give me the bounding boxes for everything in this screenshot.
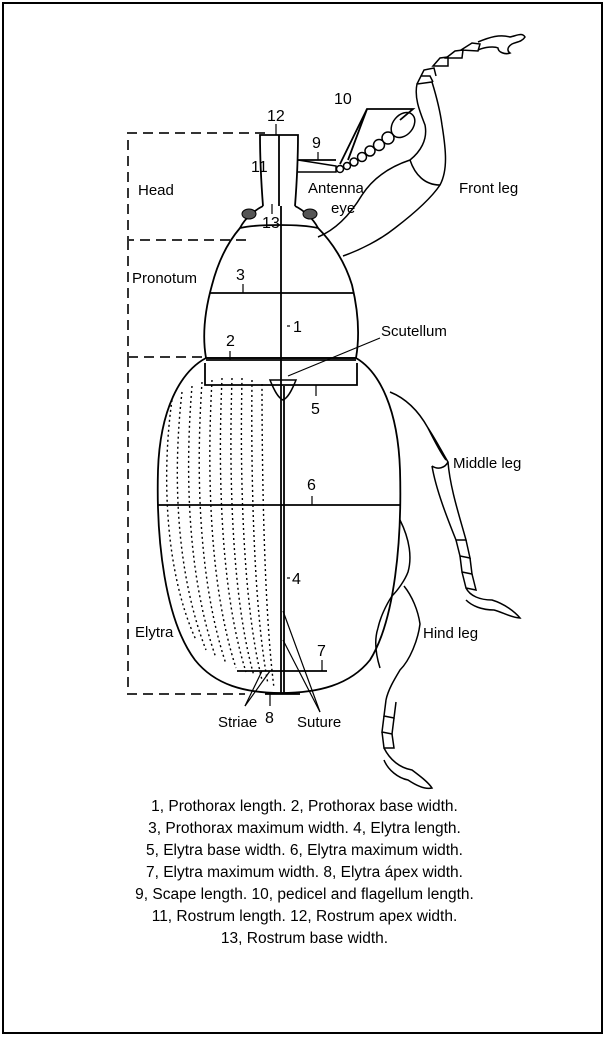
caption-line: 3, Prothorax maximum width. 4, Elytra le… <box>0 818 609 840</box>
suture-leader-1 <box>283 611 320 712</box>
label-middle-leg: Middle leg <box>453 455 521 472</box>
striae-pattern <box>167 378 274 688</box>
scutellum-leader <box>288 338 380 376</box>
label-antenna: Antenna <box>308 180 365 197</box>
number-1: 1 <box>293 319 302 336</box>
label-front-leg: Front leg <box>459 180 518 197</box>
number-3: 3 <box>236 267 245 284</box>
striae-leader-1 <box>245 671 262 706</box>
elytra-shape <box>158 358 401 693</box>
number-9: 9 <box>312 135 321 152</box>
label-pronotum: Pronotum <box>132 270 197 287</box>
label-scutellum: Scutellum <box>381 323 447 340</box>
hind-leg <box>376 520 432 788</box>
number-2: 2 <box>226 333 235 350</box>
eye-right <box>303 209 317 219</box>
caption-line: 11, Rostrum length. 12, Rostrum apex wid… <box>0 906 609 928</box>
number-8: 8 <box>265 710 274 727</box>
number-5: 5 <box>311 401 320 418</box>
number-6: 6 <box>307 477 316 494</box>
label-eye: eye <box>331 200 355 217</box>
number-10: 10 <box>334 91 352 108</box>
label-suture: Suture <box>297 714 341 731</box>
number-11: 11 <box>251 159 268 176</box>
label-hind-leg: Hind leg <box>423 625 478 642</box>
striae-leader-2 <box>245 671 270 706</box>
elytra-bracket <box>128 357 245 694</box>
diagram-labels: Head Pronotum Elytra Antenna eye Front l… <box>132 180 521 731</box>
caption-line: 1, Prothorax length. 2, Prothorax base w… <box>0 796 609 818</box>
suture-leader-2 <box>283 640 320 712</box>
measurement-lines <box>158 109 413 694</box>
scape <box>298 160 336 172</box>
eye-left <box>242 209 256 219</box>
number-12: 12 <box>267 108 285 125</box>
caption-line: 5, Elytra base width. 6, Elytra maximum … <box>0 840 609 862</box>
caption-line: 9, Scape length. 10, pedicel and flagell… <box>0 884 609 906</box>
label-striae: Striae <box>218 714 257 731</box>
number-4: 4 <box>292 571 301 588</box>
scutellum-shape <box>270 380 296 400</box>
label-head: Head <box>138 182 174 199</box>
caption-line: 7, Elytra maximum width. 8, Elytra ápex … <box>0 862 609 884</box>
caption-line: 13, Rostrum base width. <box>0 928 609 950</box>
label-elytra: Elytra <box>135 624 174 641</box>
middle-leg <box>390 392 520 618</box>
figure-caption: 1, Prothorax length. 2, Prothorax base w… <box>0 796 609 950</box>
number-7: 7 <box>317 643 326 660</box>
number-13: 13 <box>262 215 280 232</box>
